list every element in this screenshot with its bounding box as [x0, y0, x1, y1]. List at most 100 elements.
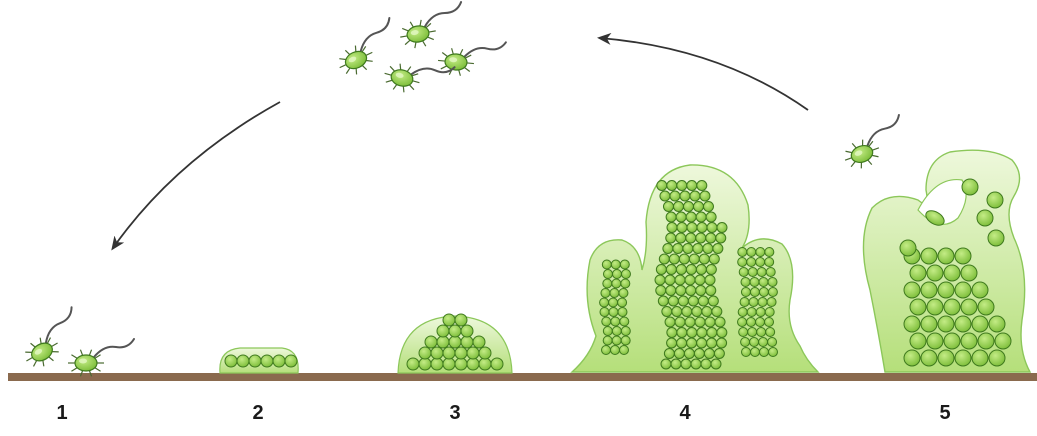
- bacterial-cell: [675, 275, 685, 285]
- bacterial-cell: [675, 317, 685, 327]
- bacterial-cell: [685, 317, 695, 327]
- bacterial-cell: [225, 355, 237, 367]
- bacterial-cell: [661, 359, 671, 369]
- bacterial-cell: [757, 268, 766, 277]
- bacterial-cell: [670, 191, 680, 201]
- bacterial-cell: [443, 347, 455, 359]
- bacterial-cell: [921, 248, 937, 264]
- bacterial-cell: [686, 265, 696, 275]
- bacterial-cell: [741, 278, 750, 287]
- bacterial-cell: [697, 328, 707, 338]
- bacterial-cell: [738, 318, 747, 327]
- bacterial-cell: [989, 316, 1005, 332]
- bacterial-cell: [455, 314, 467, 326]
- bacterial-cell: [237, 355, 249, 367]
- bacterial-cell: [683, 244, 693, 254]
- bacterial-cell: [705, 275, 715, 285]
- bacterial-cell: [711, 359, 721, 369]
- bacterial-cell: [621, 279, 630, 288]
- bacterial-cell: [666, 265, 676, 275]
- bacterial-cell: [621, 336, 630, 345]
- bacterial-cell: [747, 248, 756, 257]
- bacterial-cell: [612, 336, 621, 345]
- bacterial-cell: [603, 336, 612, 345]
- bacterial-cell: [995, 333, 1011, 349]
- bacterial-cell: [620, 346, 629, 355]
- bacterial-cell: [706, 233, 716, 243]
- bacterial-cell: [687, 181, 697, 191]
- stage-4-mature-biofilm: [572, 165, 818, 372]
- bacterial-cell: [900, 240, 916, 256]
- bacterial-cell: [682, 307, 692, 317]
- bacterial-cell: [708, 296, 718, 306]
- bacterial-cell: [449, 336, 461, 348]
- bacterial-cell: [692, 307, 702, 317]
- bacterial-cell: [688, 296, 698, 306]
- substrate-surface: [8, 373, 1037, 381]
- bacterial-cell: [680, 191, 690, 201]
- bacterial-cell: [659, 254, 669, 264]
- curved-arrow-icon: [113, 102, 280, 248]
- bacterial-cell: [660, 191, 670, 201]
- bacterial-cell: [740, 298, 749, 307]
- bacterial-cell: [668, 296, 678, 306]
- bacterial-cell: [285, 355, 297, 367]
- bacterial-cell: [759, 338, 768, 347]
- bacterial-cell: [678, 296, 688, 306]
- flagellated-bacterium-icon: [381, 50, 454, 103]
- bacterial-cell: [419, 358, 431, 370]
- bacterial-cell: [686, 233, 696, 243]
- bacterial-cell: [696, 233, 706, 243]
- bacterial-cell: [609, 308, 618, 317]
- bacterial-cell: [603, 279, 612, 288]
- planktonic-bacteria-group: [330, 2, 506, 103]
- bacterial-cell: [921, 282, 937, 298]
- bacterial-cell: [717, 338, 727, 348]
- bacterial-cell: [757, 328, 766, 337]
- bacterial-cell: [674, 349, 684, 359]
- bacterial-cell: [705, 317, 715, 327]
- bacterial-cell: [425, 336, 437, 348]
- bacterial-cell: [684, 349, 694, 359]
- bacterial-cell: [603, 270, 612, 279]
- bacterial-cell: [765, 318, 774, 327]
- bacterial-cell: [742, 348, 751, 357]
- bacterial-cell: [751, 348, 760, 357]
- bacterial-cell: [944, 299, 960, 315]
- bacterial-cell: [449, 325, 461, 337]
- bacterial-cell: [756, 308, 765, 317]
- bacterial-cell: [619, 289, 628, 298]
- bacterial-cell: [601, 289, 610, 298]
- bacterial-cell: [679, 254, 689, 264]
- bacterial-cell: [491, 358, 503, 370]
- bacterial-cell: [621, 327, 630, 336]
- bacterial-cell: [437, 336, 449, 348]
- bacterial-cell: [978, 299, 994, 315]
- bacterial-cell: [715, 317, 725, 327]
- bacterial-cell: [611, 317, 620, 326]
- bacterial-cell: [673, 202, 683, 212]
- bacterial-cell: [972, 282, 988, 298]
- bacterial-cell: [750, 278, 759, 287]
- bacterial-cell: [738, 308, 747, 317]
- bacterial-cell: [697, 338, 707, 348]
- bacterial-cell: [681, 359, 691, 369]
- bacterial-cell: [611, 260, 620, 269]
- bacterial-cell: [662, 307, 672, 317]
- bacterial-cell: [664, 349, 674, 359]
- bacterial-cell: [904, 316, 920, 332]
- bacterial-cell: [658, 296, 668, 306]
- bacterial-cell: [610, 289, 619, 298]
- bacterial-cell: [676, 233, 686, 243]
- bacterial-cell: [707, 328, 717, 338]
- bacterial-cell: [667, 223, 677, 233]
- bacterial-cell: [690, 191, 700, 201]
- bacterial-cell: [756, 318, 765, 327]
- bacterial-cell: [686, 212, 696, 222]
- bacterial-cell: [717, 223, 727, 233]
- bacterial-cell: [663, 202, 673, 212]
- bacterial-cell: [696, 286, 706, 296]
- bacterial-cell: [706, 265, 716, 275]
- bacterial-cell: [989, 350, 1005, 366]
- bacterial-cell: [611, 346, 620, 355]
